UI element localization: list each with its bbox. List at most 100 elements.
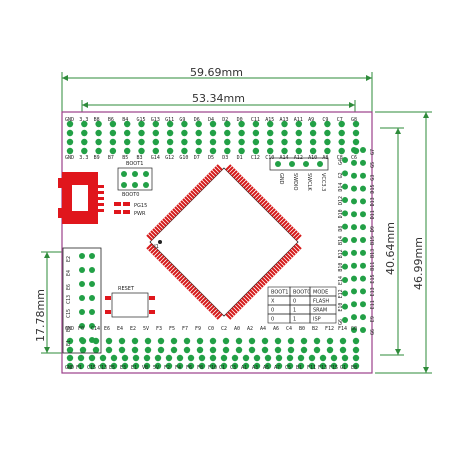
pin-label: D15 bbox=[370, 185, 376, 194]
pin-label: D7 bbox=[194, 155, 200, 161]
chip-pin bbox=[158, 255, 165, 262]
pad bbox=[79, 253, 85, 259]
chip-pin bbox=[170, 267, 177, 274]
boot1-label: BOOT1 bbox=[126, 161, 143, 167]
chip-pin bbox=[150, 247, 157, 254]
pad bbox=[295, 129, 302, 137]
pad bbox=[360, 159, 366, 166]
pin-label: E13 bbox=[370, 287, 376, 296]
pin-label: G14 bbox=[151, 155, 160, 161]
chip-pin bbox=[261, 277, 268, 284]
pad bbox=[79, 337, 85, 343]
pad bbox=[342, 170, 348, 177]
chip-pin bbox=[257, 281, 264, 288]
pad bbox=[222, 337, 230, 345]
chip-pin bbox=[295, 243, 302, 250]
pin-label: G4 bbox=[338, 159, 344, 165]
pin-label: G5 bbox=[370, 162, 376, 168]
table-cell-border bbox=[309, 313, 337, 324]
pin-label: E10 bbox=[338, 303, 344, 312]
pad bbox=[176, 354, 184, 362]
pad bbox=[360, 262, 366, 269]
pad bbox=[324, 147, 331, 155]
chip-pin bbox=[249, 188, 256, 195]
pad bbox=[286, 362, 294, 370]
pad bbox=[238, 138, 245, 146]
pad bbox=[224, 129, 231, 137]
pad bbox=[222, 346, 230, 354]
chip-pin bbox=[253, 192, 260, 199]
chip-pin bbox=[227, 311, 234, 318]
pin-label: 3.3 bbox=[79, 155, 88, 161]
pin-label: B7 bbox=[108, 155, 114, 161]
pad bbox=[253, 354, 261, 362]
boot0-label: BOOT0 bbox=[122, 192, 139, 198]
pad bbox=[79, 309, 85, 315]
pin-label: A4 bbox=[260, 326, 266, 332]
chip-pin bbox=[281, 257, 288, 264]
pad bbox=[351, 211, 357, 218]
pad bbox=[342, 303, 348, 310]
pin-label: 3.3 bbox=[79, 117, 88, 123]
pin-label: F4 bbox=[175, 365, 181, 371]
pad bbox=[154, 362, 162, 370]
chip-pin bbox=[182, 279, 189, 286]
swd-header: GND SWDIO SWCLK VCC3.3 bbox=[269, 157, 329, 191]
chip-pin bbox=[225, 164, 232, 171]
pin-label: B0 bbox=[299, 326, 305, 332]
pad bbox=[196, 346, 204, 354]
pin-label: G6 bbox=[338, 319, 344, 325]
led-pg15-label: PG15 bbox=[134, 203, 147, 209]
chip-pin bbox=[271, 267, 278, 274]
pin-label: C9 bbox=[322, 117, 328, 123]
pad bbox=[342, 277, 348, 283]
chip-pin bbox=[206, 174, 213, 181]
table-cell: 1 bbox=[293, 308, 296, 314]
chip-pin bbox=[283, 222, 290, 229]
pad bbox=[138, 129, 145, 137]
chip-pin bbox=[237, 176, 244, 183]
pad bbox=[360, 301, 366, 308]
pad bbox=[352, 362, 360, 370]
pad bbox=[352, 129, 360, 137]
pin-label: E8 bbox=[351, 365, 357, 371]
pin-label: F3 bbox=[156, 326, 162, 332]
chip-pin bbox=[269, 208, 276, 215]
pad bbox=[79, 281, 85, 287]
reset-label: RESET bbox=[118, 286, 135, 292]
pad bbox=[342, 197, 348, 203]
pad bbox=[110, 362, 118, 370]
chip-pin bbox=[196, 184, 203, 191]
pad bbox=[248, 346, 256, 354]
pad bbox=[95, 147, 102, 155]
pad bbox=[109, 138, 117, 146]
chip-pin bbox=[255, 194, 262, 201]
pin-label: D4 bbox=[208, 117, 214, 123]
pad bbox=[242, 362, 250, 370]
pad bbox=[267, 138, 274, 146]
chip-pin bbox=[231, 170, 238, 177]
pad bbox=[79, 295, 85, 301]
pin-label: E14 bbox=[338, 276, 344, 285]
pad bbox=[281, 138, 288, 146]
chip-pin bbox=[164, 261, 171, 268]
pad bbox=[352, 120, 360, 128]
dimension-arrows bbox=[44, 75, 429, 373]
pad bbox=[144, 346, 152, 354]
chip-pin bbox=[208, 305, 215, 312]
chip-pin bbox=[259, 198, 266, 205]
pad bbox=[342, 290, 348, 297]
pad bbox=[252, 129, 260, 137]
pad bbox=[267, 120, 274, 128]
pad bbox=[89, 337, 95, 343]
pad bbox=[95, 138, 102, 146]
chip-pin bbox=[291, 230, 298, 237]
pad bbox=[121, 354, 129, 362]
pad bbox=[326, 346, 334, 354]
pin-label: C1 bbox=[219, 365, 225, 371]
usb-connector bbox=[58, 172, 104, 224]
pin-label: GND bbox=[65, 365, 74, 371]
pad bbox=[66, 362, 74, 370]
pad bbox=[252, 120, 260, 128]
pad bbox=[105, 337, 113, 345]
